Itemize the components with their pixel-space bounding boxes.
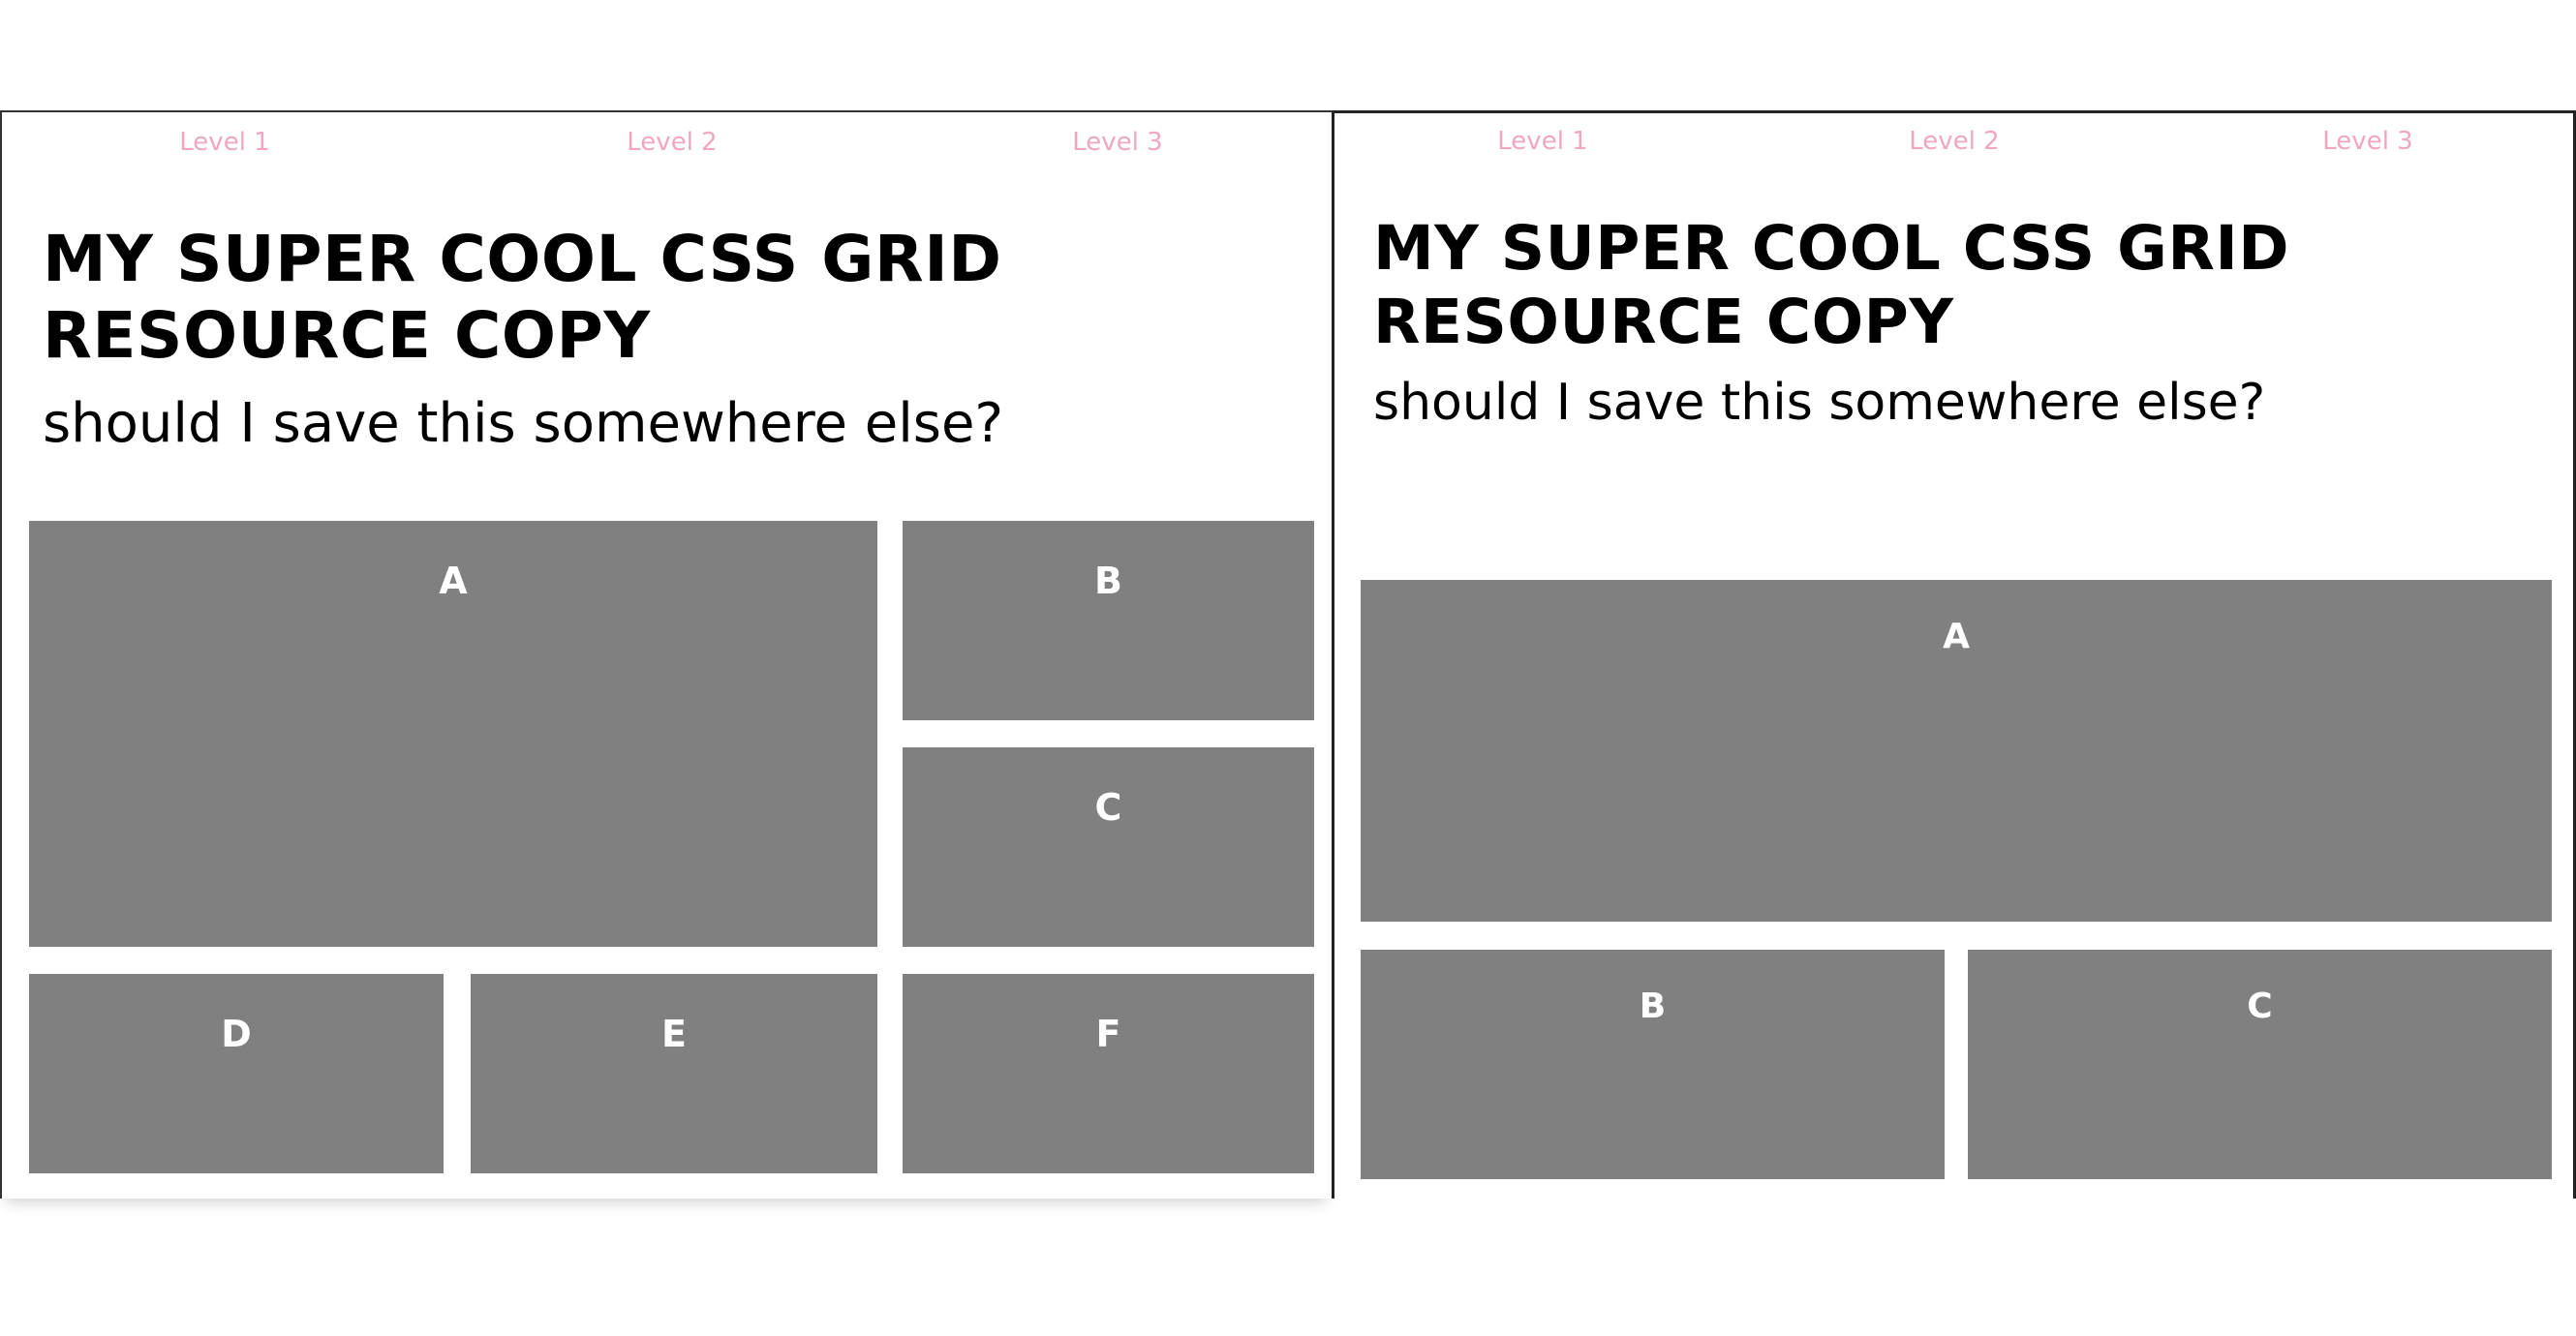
desktop-grid-view: Level 1 Level 2 Level 3 MY SUPER COOL CS… (0, 110, 1332, 1199)
nav-link-level-3[interactable]: Level 3 (2322, 127, 2413, 156)
tablet-grid-view: Level 1 Level 2 Level 3 MY SUPER COOL CS… (1332, 110, 2576, 1199)
grid-item-a: A (29, 521, 877, 947)
nav-link-level-3[interactable]: Level 3 (1072, 128, 1163, 157)
grid-item-b: B (1361, 950, 1945, 1179)
grid-item-c: C (903, 747, 1314, 947)
nav-link-level-2[interactable]: Level 2 (1909, 127, 2000, 156)
grid-item-d: D (29, 974, 444, 1173)
grid-item-b: B (903, 521, 1314, 720)
page-title: MY SUPER COOL CSS GRID RESOURCE COPY (1373, 213, 2290, 357)
nav-link-level-1[interactable]: Level 1 (179, 128, 270, 157)
page-subtitle: should I save this somewhere else? (1373, 374, 2266, 432)
page-title: MY SUPER COOL CSS GRID RESOURCE COPY (43, 222, 1002, 374)
grid-item-f: F (903, 974, 1314, 1173)
nav-link-level-2[interactable]: Level 2 (627, 128, 718, 157)
nav-link-level-1[interactable]: Level 1 (1497, 127, 1588, 156)
grid-item-c: C (1968, 950, 2552, 1179)
page-subtitle: should I save this somewhere else? (43, 392, 1004, 455)
grid-item-a: A (1361, 580, 2552, 922)
grid-item-e: E (471, 974, 877, 1173)
